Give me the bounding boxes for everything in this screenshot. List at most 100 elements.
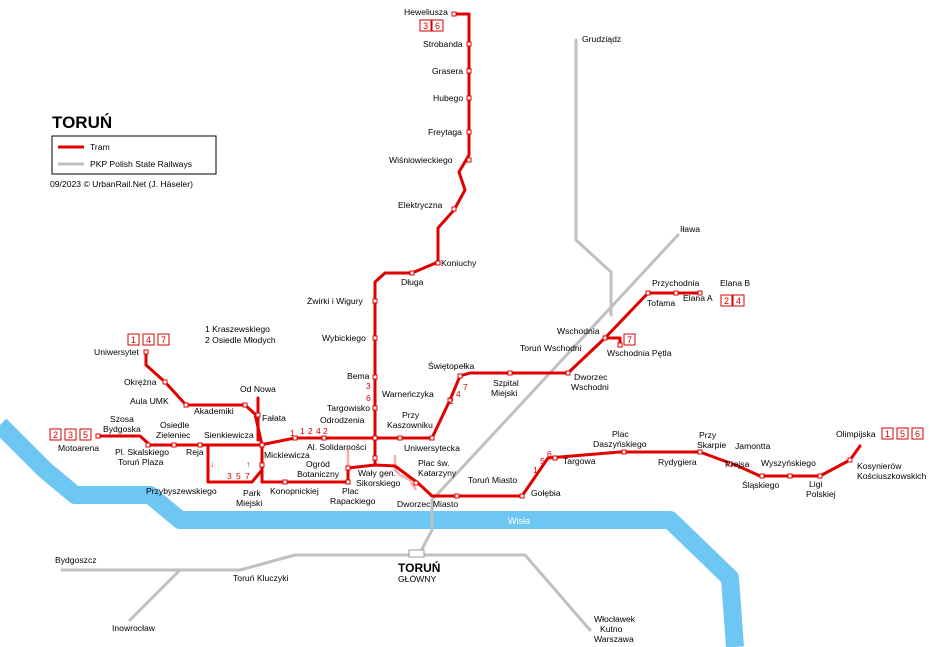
note-1: 1 Kraszewskiego [205, 324, 270, 334]
line-label-arrow-up: ↑ [246, 459, 250, 469]
stop-szosa-2: Bydgoska [103, 424, 141, 434]
svg-text:1: 1 [131, 335, 136, 345]
stop-plac-daszynskiego-2: Daszyńskiego [593, 439, 647, 449]
stop-przy-kaszowniku-1: Przy [402, 410, 420, 420]
stop-strobanda: Strobanda [423, 39, 463, 49]
tram-lines [96, 12, 862, 498]
line-label-arrow-down: ↓ [210, 459, 214, 469]
stop-plac-rapackiego-1: Plac [342, 486, 359, 496]
stop-slaskiego: Śląskiego [742, 479, 779, 490]
tram-east [430, 291, 702, 440]
stop-przy-skarpie-2: Skarpie [697, 440, 726, 450]
line-label-loop-7: 7 [245, 471, 250, 481]
route-box-motoarena: 2 3 5 [49, 428, 92, 441]
stop-ligi-2: Polskiej [806, 489, 836, 499]
stop-katarzyny: Katarzyny [418, 468, 457, 478]
stop-wybickiego: Wybickiego [322, 333, 366, 343]
rail-dest-torun-wschodni: Toruń Wschodni [520, 343, 582, 353]
stop-grasera: Grasera [432, 66, 463, 76]
rail-ilawa [418, 233, 680, 555]
map-title: TORUŃ [52, 113, 112, 132]
svg-text:2: 2 [53, 430, 58, 440]
stop-przy-skarpie-1: Przy [699, 430, 717, 440]
stop-kosynierow-1: Kosynierów [857, 461, 902, 471]
stop-wyszynskiego: Wyszyńskiego [761, 458, 816, 468]
stop-wschodnia: Wschodnia [557, 326, 600, 336]
main-station-sub: GŁÓWNY [398, 574, 436, 584]
legend-box [51, 135, 217, 175]
stop-przychodnia: Przychodnia [652, 278, 700, 288]
stop-sienkiewicza: Sienkiewicza [204, 430, 254, 440]
line-label-bema-6: 6 [366, 393, 371, 403]
tram-trunk [96, 434, 434, 447]
rail-dest-wloclawek: Włocławek [594, 614, 636, 624]
line-label-gol-1: 1 [533, 465, 538, 475]
svg-text:5: 5 [900, 429, 905, 439]
stop-markers [95, 11, 853, 499]
stop-zwirki: Żwirki i Wigury [307, 296, 364, 306]
line-label-trunk-4: 4 [316, 426, 321, 436]
line-label-warn-4: 4 [456, 389, 461, 399]
torun-glowny-station [408, 549, 425, 558]
stop-prejsa: Prejsa [725, 459, 750, 469]
stop-elana-a: Elana A [683, 293, 713, 303]
river-wisla [0, 418, 744, 647]
stop-freytaga: Freytaga [428, 127, 462, 137]
tram-reja-loop [206, 443, 264, 484]
stop-reja: Reja [186, 447, 204, 457]
stop-aula-umk: Aula UMK [130, 396, 169, 406]
legend-tram-label: Tram [90, 142, 110, 152]
rail-dest-torun-kluczyki: Toruń Kluczyki [233, 573, 288, 583]
stop-szpital-2: Miejski [491, 388, 517, 398]
note-2: 2 Osiedle Młodych [205, 335, 276, 345]
stop-falata: Fałata [262, 413, 286, 423]
line-label-warn-2: 2 [449, 396, 454, 406]
stop-park-2: Miejski [236, 498, 262, 508]
rail-grudziadz [574, 38, 613, 317]
route-box-elana: 2 4 [720, 294, 745, 307]
stop-konopnickiej: Konopnickiej [270, 486, 319, 496]
line-label-trunk-1: 1 [290, 428, 295, 438]
stop-tofama: Tofama [647, 298, 675, 308]
line-label-bema-3: 3 [366, 381, 371, 391]
route-box-olimpijska: 1 5 6 [881, 427, 924, 440]
stop-jamontta: Jamontta [735, 441, 771, 451]
stop-plac-sw: Plac św. [418, 458, 450, 468]
stop-szpital-1: Szpital [493, 378, 519, 388]
stop-dworzec-wschodni-1: Dworzec [574, 372, 608, 382]
line-label-loop-3: 3 [227, 471, 232, 481]
svg-text:4: 4 [736, 296, 741, 306]
stop-ogrod-1: Ogród [306, 459, 330, 469]
stop-heweliusza: Heweliusza [404, 7, 448, 17]
rail-dest-warszawa: Warszawa [594, 634, 634, 644]
route-box-heweliusza: 3 6 [419, 19, 444, 32]
stop-swietopelka: Świętopełka [428, 360, 475, 371]
svg-text:3: 3 [423, 21, 428, 31]
line-label-gol-5: 5 [540, 456, 545, 466]
river-label: Wisła [508, 516, 530, 526]
stop-warnenczyka: Warneńczyka [382, 389, 434, 399]
rail-inowroclaw [128, 568, 182, 622]
stop-uniwersytecka: Uniwersytecka [404, 443, 460, 453]
svg-text:7: 7 [161, 335, 166, 345]
stop-osiedle-2: Zieleniec [156, 430, 191, 440]
rail-dest-inowroclaw: Inowrocław [112, 623, 156, 633]
stop-mickiewicza: Mickiewicza [264, 450, 310, 460]
stop-torun-plaza: Toruń Plaza [118, 457, 164, 467]
line-label-warn-7: 7 [463, 382, 468, 392]
svg-text:1: 1 [885, 429, 890, 439]
svg-text:5: 5 [83, 430, 88, 440]
stop-uniwersytet: Uniwersytet [94, 347, 140, 357]
stop-park-1: Park [243, 488, 261, 498]
rail-dest-kutno: Kutno [600, 624, 623, 634]
stop-szosa-1: Szosa [110, 414, 134, 424]
stop-elektryczna: Elektryczna [398, 200, 443, 210]
stop-akademiki: Akademiki [194, 406, 234, 416]
stop-plac-rapackiego-2: Rapackiego [330, 496, 376, 506]
stop-sikorskiego: Sikorskiego [356, 478, 401, 488]
svg-text:2: 2 [724, 296, 729, 306]
stop-plac-daszynskiego-1: Plac [612, 429, 629, 439]
stop-olimpijska: Olimpijska [836, 429, 876, 439]
